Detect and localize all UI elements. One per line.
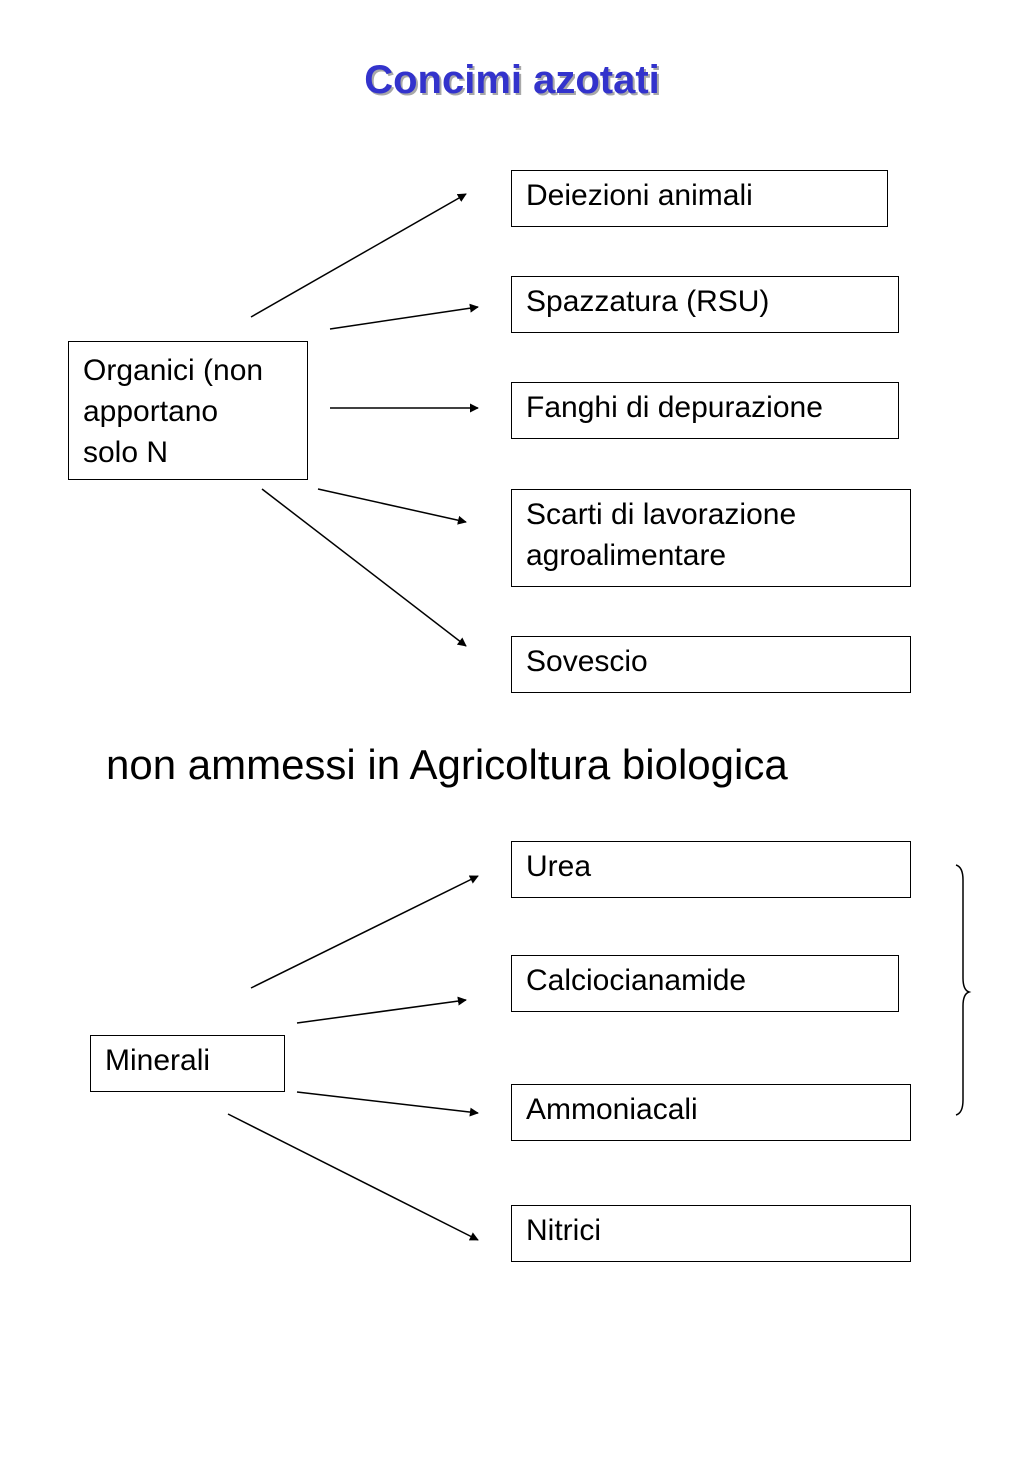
arrow-mineral-to-calciocianamide	[296, 996, 467, 1024]
page-title: Concimi azotati	[364, 58, 660, 102]
node-urea-label: Urea	[526, 850, 592, 883]
node-deiezioni-animali: Deiezioni animali	[511, 170, 888, 227]
node-ammoniacali: Ammoniacali	[511, 1084, 911, 1141]
node-ammoniacali-label: Ammoniacali	[526, 1093, 698, 1126]
node-organici-line-1: Organici (non	[83, 354, 264, 387]
arrow-mineral-to-ammoniacali	[296, 1091, 479, 1117]
node-scarti-line-2: agroalimentare	[526, 539, 727, 572]
node-nitrici: Nitrici	[511, 1205, 911, 1262]
node-spazzatura-label: Spazzatura (RSU)	[526, 285, 770, 318]
arrow-organic-to-spazzatura	[329, 303, 479, 330]
node-scarti: Scarti di lavorazione agroalimentare	[511, 489, 911, 587]
node-fanghi: Fanghi di depurazione	[511, 382, 899, 439]
node-organici: Organici (non apportano solo N	[68, 341, 308, 480]
node-minerali: Minerali	[90, 1035, 285, 1092]
arrow-organic-to-sovescio	[261, 488, 467, 647]
node-scarti-line-1: Scarti di lavorazione	[526, 498, 797, 531]
node-sovescio-label: Sovescio	[526, 645, 648, 678]
arrow-mineral-to-urea	[250, 875, 479, 989]
node-spazzatura: Spazzatura (RSU)	[511, 276, 899, 333]
node-sovescio: Sovescio	[511, 636, 911, 693]
node-calciocianamide: Calciocianamide	[511, 955, 899, 1012]
node-deiezioni-animali-label: Deiezioni animali	[526, 179, 753, 212]
node-organici-line-3: solo N	[83, 436, 169, 469]
node-nitrici-label: Nitrici	[526, 1214, 601, 1247]
arrow-mineral-to-nitrici	[227, 1113, 479, 1241]
node-urea: Urea	[511, 841, 911, 898]
arrow-organic-to-scarti	[317, 488, 467, 525]
node-minerali-label: Minerali	[105, 1044, 211, 1077]
node-fanghi-label: Fanghi di depurazione	[526, 391, 823, 424]
node-organici-line-2: apportano	[83, 395, 219, 428]
note-not-allowed: non ammessi in Agricoltura biologica	[106, 741, 788, 788]
curly-brace	[955, 864, 972, 1116]
node-calciocianamide-label: Calciocianamide	[526, 964, 747, 997]
arrow-organic-to-deiezioni	[250, 193, 467, 318]
